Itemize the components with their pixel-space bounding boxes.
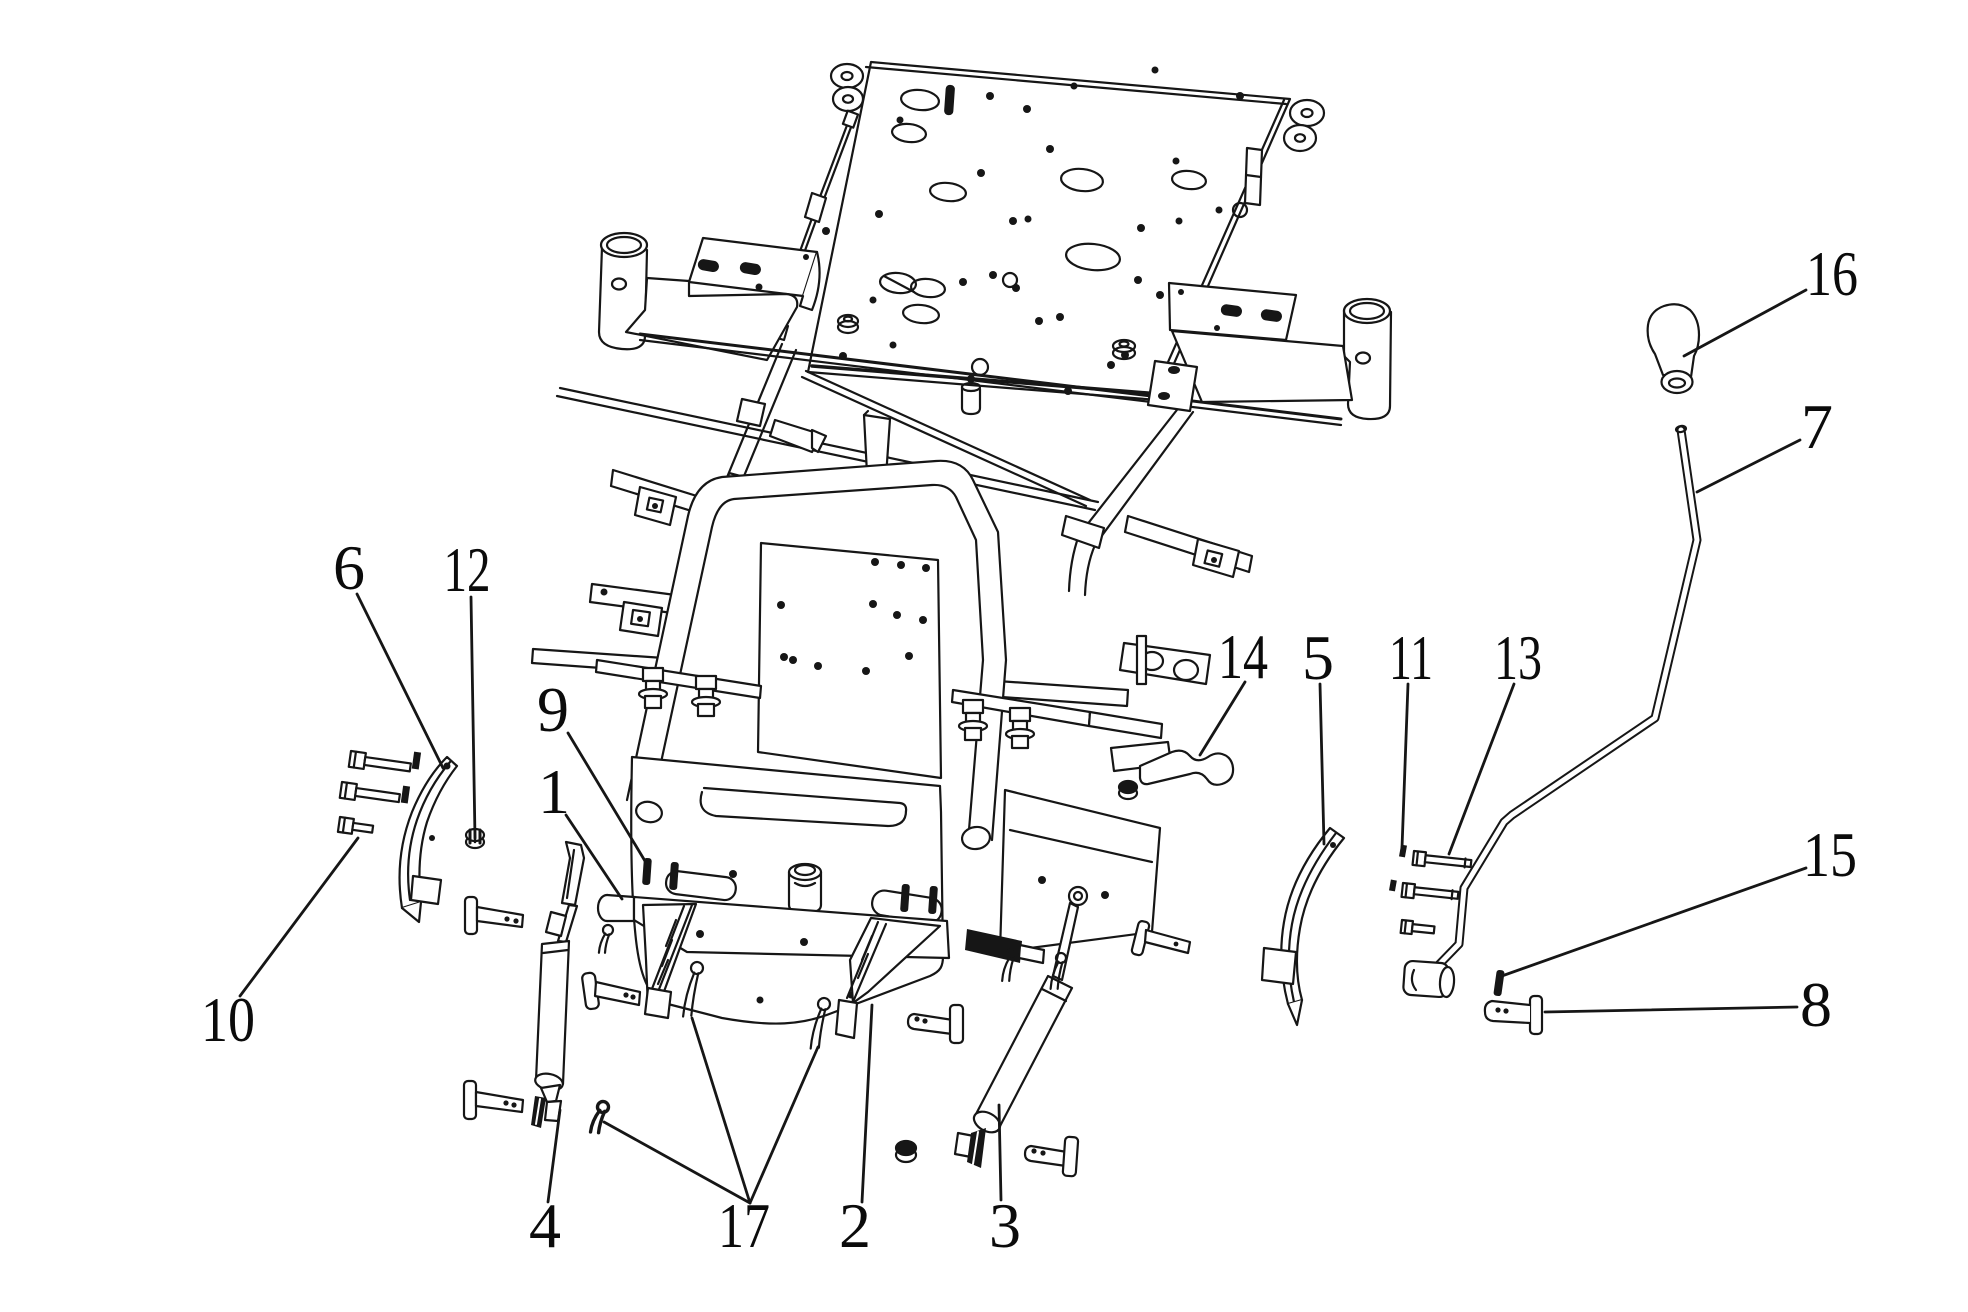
- svg-text:5: 5: [1302, 622, 1334, 693]
- svg-text:17: 17: [718, 1190, 770, 1261]
- svg-text:11: 11: [1389, 622, 1433, 693]
- svg-text:3: 3: [989, 1190, 1021, 1261]
- svg-text:7: 7: [1801, 391, 1833, 462]
- svg-text:9: 9: [537, 674, 569, 745]
- svg-text:16: 16: [1806, 238, 1858, 309]
- svg-text:14: 14: [1218, 621, 1268, 692]
- svg-text:6: 6: [333, 532, 365, 603]
- svg-text:1: 1: [538, 756, 570, 827]
- svg-text:4: 4: [529, 1190, 561, 1261]
- svg-text:2: 2: [839, 1190, 871, 1261]
- svg-text:8: 8: [1800, 969, 1832, 1040]
- svg-text:15: 15: [1803, 819, 1857, 890]
- svg-text:10: 10: [201, 984, 255, 1055]
- svg-text:12: 12: [444, 534, 491, 605]
- svg-text:13: 13: [1494, 622, 1542, 693]
